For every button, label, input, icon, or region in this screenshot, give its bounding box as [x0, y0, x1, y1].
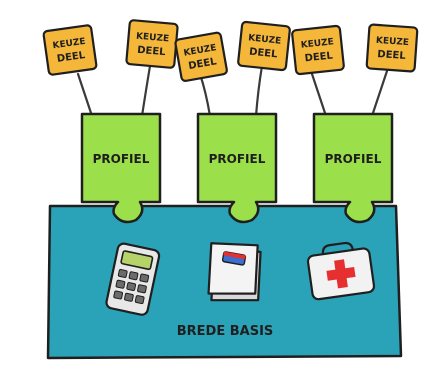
- sign-board: [237, 20, 291, 72]
- calculator-keys: [113, 268, 150, 305]
- sign-1: KEUZE DEEL: [42, 24, 98, 76]
- profile-shape: [80, 112, 162, 224]
- profile-block-3: PROFIEL: [312, 112, 394, 224]
- sign-text-line2: DEEL: [56, 50, 86, 65]
- sign-text-line1: KEUZE: [376, 36, 410, 48]
- calculator-display: [120, 250, 154, 271]
- stem: [76, 72, 94, 118]
- kit-cross-horizontal: [326, 266, 356, 281]
- book-cover: [207, 242, 259, 295]
- book-label-red: [223, 251, 246, 260]
- sign-6: KEUZE DEEL: [365, 23, 419, 73]
- sign-text-line1: KEUZE: [248, 33, 282, 46]
- sign-board: [42, 24, 98, 76]
- sign-3: KEUZE DEEL: [174, 31, 228, 82]
- profile-block-2: PROFIEL: [196, 112, 278, 224]
- stem: [310, 72, 328, 118]
- first-aid-kit-icon: [306, 241, 376, 301]
- sign-text-line2: DEEL: [188, 56, 218, 72]
- calculator-icon: [105, 242, 161, 316]
- base-label: BREDE BASIS: [177, 324, 274, 339]
- profile-shape: [196, 112, 278, 224]
- profile-label: PROFIEL: [209, 152, 266, 166]
- stem: [140, 64, 152, 118]
- profile-shape: [312, 112, 394, 224]
- sign-board: [174, 31, 228, 82]
- book-icon: [207, 242, 262, 302]
- sign-5: KEUZE DEEL: [291, 24, 345, 76]
- stem: [254, 64, 264, 118]
- profile-label: PROFIEL: [93, 152, 150, 166]
- sign-board: [125, 19, 179, 69]
- stem: [198, 72, 212, 118]
- sign-board: [365, 23, 419, 73]
- sign-4: KEUZE DEEL: [237, 20, 291, 72]
- sign-stems: [76, 64, 390, 118]
- sign-text-line2: DEEL: [304, 50, 334, 64]
- sign-text-line1: KEUZE: [136, 32, 170, 45]
- sign-text-line1: KEUZE: [300, 37, 334, 50]
- profile-block-1: PROFIEL: [80, 112, 162, 224]
- kit-handle: [321, 241, 354, 255]
- profile-label: PROFIEL: [325, 152, 382, 166]
- sign-text-line1: KEUZE: [52, 37, 86, 52]
- sign-text-line2: DEEL: [249, 47, 279, 61]
- sign-board: [291, 24, 345, 76]
- stem: [370, 66, 390, 118]
- sign-2: KEUZE DEEL: [125, 19, 179, 69]
- sign-text-line2: DEEL: [137, 45, 167, 58]
- sign-text-line2: DEEL: [377, 49, 407, 62]
